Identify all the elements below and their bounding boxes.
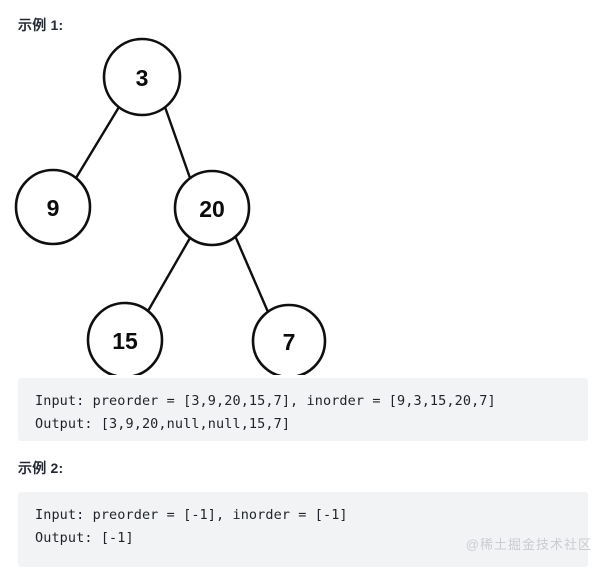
node-circle-right [173, 169, 251, 247]
example-2-heading: 示例 2: [18, 460, 64, 476]
tree-node-right-right: 7 [251, 303, 327, 375]
tree-node-left: 9 [14, 168, 92, 246]
example-1-output-line: Output: [3,9,20,null,null,15,7] [35, 416, 291, 432]
edge-right-to-right-child [234, 236, 270, 314]
edge-root-to-right [163, 105, 192, 180]
edge-right-to-left-child [146, 236, 192, 313]
example-1-input-line: Input: preorder = [3,9,20,15,7], inorder… [35, 393, 496, 409]
example-2-output-line: Output: [-1] [35, 530, 134, 546]
tree-node-right: 20 [173, 169, 251, 247]
node-circle-right-right [251, 303, 327, 375]
node-circle-left [14, 168, 92, 246]
node-value-right-left: 15 [112, 328, 138, 354]
node-value-left: 9 [47, 195, 60, 221]
node-value-right: 20 [199, 196, 225, 222]
example-1-code-block: Input: preorder = [3,9,20,15,7], inorder… [18, 378, 588, 441]
example-2-code-block: Input: preorder = [-1], inorder = [-1] O… [18, 492, 588, 567]
node-circle-root [102, 37, 182, 117]
node-value-root: 3 [136, 65, 149, 91]
binary-tree-diagram: 3 9 20 15 7 [0, 30, 360, 375]
watermark: @稀土掘金技术社区 [465, 537, 592, 552]
example-1-heading: 示例 1: [18, 17, 64, 33]
tree-edges [74, 105, 270, 314]
tree-node-root: 3 [102, 37, 182, 117]
tree-node-right-left: 15 [86, 301, 164, 375]
example-2-input-line: Input: preorder = [-1], inorder = [-1] [35, 507, 348, 523]
node-circle-right-left [86, 301, 164, 375]
node-value-right-right: 7 [283, 329, 296, 355]
edge-root-to-left [74, 105, 121, 180]
